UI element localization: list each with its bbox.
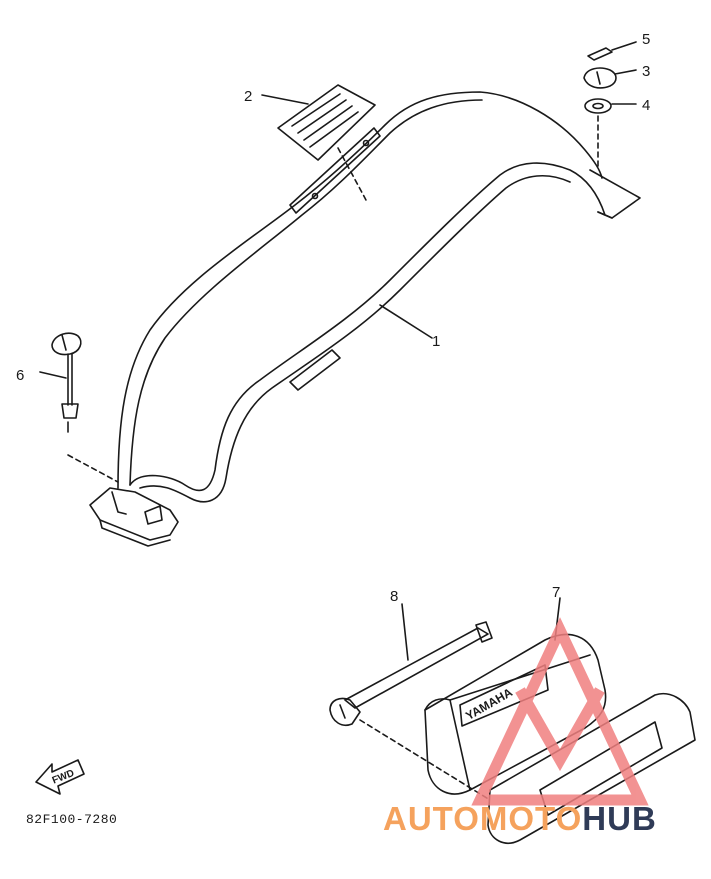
rear-fender (89, 91, 641, 547)
forward-arrow-icon (35, 759, 85, 795)
nut-part-3 (583, 67, 637, 89)
callout-2: 2 (244, 88, 252, 105)
bolt-part-6 (39, 332, 119, 483)
grommet-part-4 (584, 98, 637, 169)
diagram-code: 82F100-7280 (26, 812, 118, 827)
callout-5: 5 (642, 31, 650, 48)
watermark-logo-icon (471, 617, 649, 806)
callout-3: 3 (642, 63, 650, 80)
callout-8: 8 (390, 588, 398, 605)
callout-7: 7 (552, 584, 560, 601)
screw-part-5 (587, 41, 637, 61)
strap-part-8 (329, 603, 493, 726)
toolbox-part-7 (424, 597, 607, 795)
callout-1: 1 (432, 333, 440, 350)
watermark-part2: HUB (582, 800, 657, 837)
label-plate (261, 84, 376, 161)
watermark-text: AUTOMOTOHUB (383, 800, 657, 838)
callout-4: 4 (642, 97, 650, 114)
watermark-part1: AUTOMOTO (383, 800, 583, 837)
callout-6: 6 (16, 367, 24, 384)
